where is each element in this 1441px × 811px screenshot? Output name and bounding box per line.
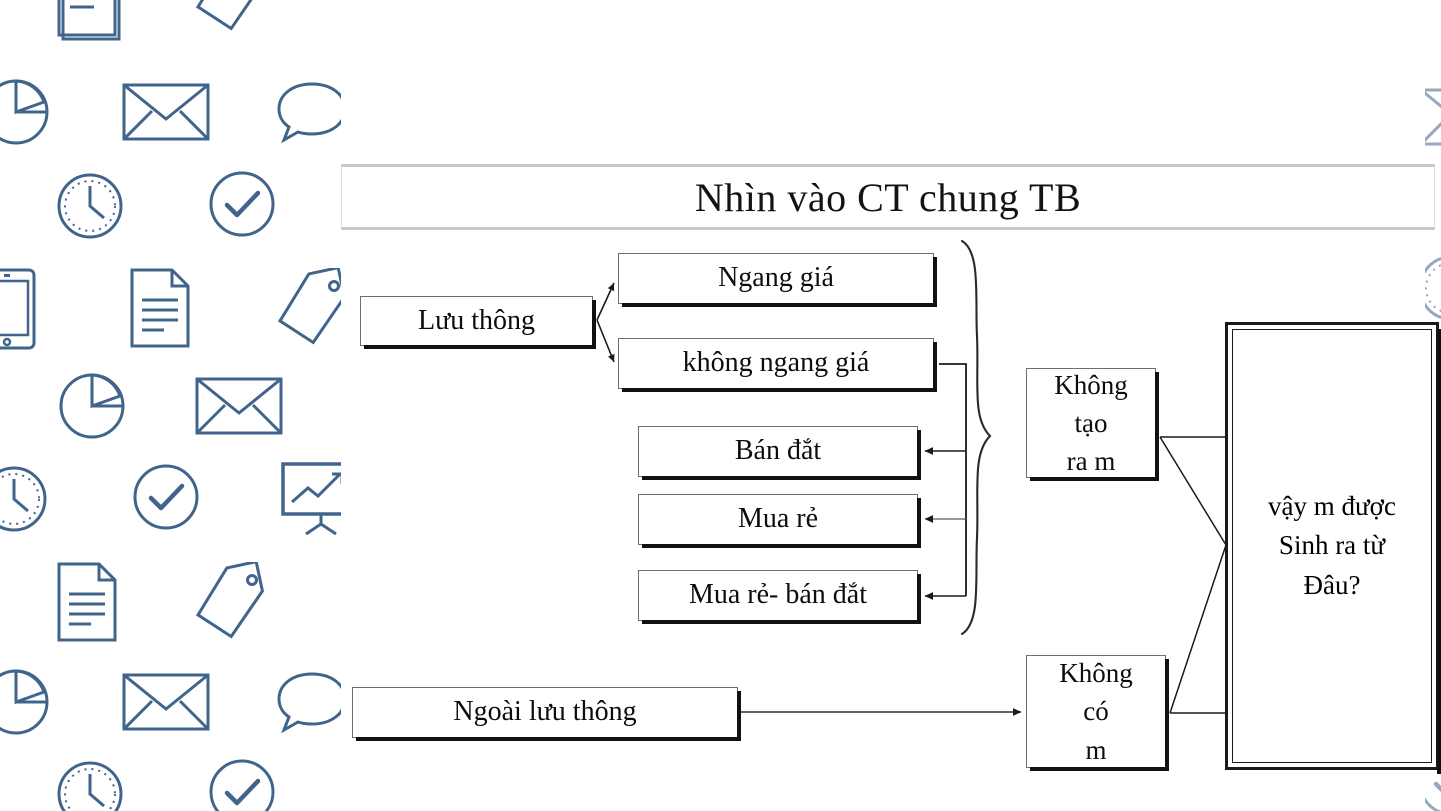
connector-khong-co-m <box>1169 544 1227 714</box>
node-khong-tao-ra-m[interactable]: Không tạo ra m <box>1026 368 1159 481</box>
tablet-icon <box>0 266 38 352</box>
icon-wallpaper-left <box>0 0 341 811</box>
connector-luu-thong-fan <box>596 282 615 363</box>
clock-icon <box>1425 250 1441 326</box>
check-circle-icon <box>128 459 204 535</box>
clock-icon <box>0 461 52 537</box>
pie-chart-icon <box>0 662 54 738</box>
document-icon <box>54 0 128 42</box>
slide-title: Nhìn vào CT chung TB <box>694 174 1082 220</box>
pie-chart-icon <box>54 366 130 442</box>
node-khong-ngang-gia-label: không ngang giá <box>682 347 870 379</box>
node-ban-dat[interactable]: Bán đắt <box>638 426 921 480</box>
speech-bubble-icon <box>275 668 341 738</box>
node-khong-co-m-label: Không có m <box>1059 658 1133 765</box>
clock-icon <box>52 168 128 244</box>
tag-icon <box>272 268 341 348</box>
node-ngoai-luu-thong[interactable]: Ngoài lưu thông <box>352 687 741 741</box>
document2-icon <box>126 266 198 350</box>
node-luu-thong-label: Lưu thông <box>417 304 536 336</box>
node-vay-m-duoc-sinh-ra-tu-dau[interactable]: vậy m được Sinh ra từ Đâu? <box>1225 322 1441 774</box>
node-khong-tao-ra-m-label: Không tạo ra m <box>1054 369 1128 477</box>
node-ban-dat-label: Bán đắt <box>734 435 822 467</box>
node-mua-re-label: Mua rẻ <box>737 503 819 535</box>
node-mua-re-ban-dat-label: Mua rẻ- bán đắt <box>688 579 868 611</box>
pie-chart-icon <box>0 72 54 148</box>
tag-icon <box>190 0 270 34</box>
envelope-icon <box>193 371 285 439</box>
connector-khong-ngang-gia-bus <box>924 363 967 600</box>
node-vay-m-label: vậy m được Sinh ra từ Đâu? <box>1268 491 1396 600</box>
check-circle-icon <box>204 754 280 811</box>
node-ngang-gia-label: Ngang giá <box>718 262 834 294</box>
speech-bubble-icon <box>275 78 341 148</box>
clock-icon <box>52 756 128 811</box>
curly-brace <box>960 239 992 636</box>
check-circle-icon <box>204 166 280 242</box>
slide-title-box: Nhìn vào CT chung TB <box>341 164 1435 230</box>
document2-icon <box>53 560 125 644</box>
connector-khong-tao-ra-m <box>1159 436 1227 546</box>
tag-icon <box>190 562 270 642</box>
node-mua-re[interactable]: Mua rẻ <box>638 494 921 548</box>
node-ngoai-luu-thong-label: Ngoài lưu thông <box>453 696 637 728</box>
node-mua-re-ban-dat[interactable]: Mua rẻ- bán đắt <box>638 570 921 624</box>
node-ngang-gia[interactable]: Ngang giá <box>618 253 937 307</box>
node-luu-thong[interactable]: Lưu thông <box>360 296 596 349</box>
envelope-icon <box>120 667 212 735</box>
node-khong-co-m[interactable]: Không có m <box>1026 655 1169 771</box>
node-khong-ngang-gia[interactable]: không ngang giá <box>618 338 937 392</box>
envelope-icon <box>120 77 212 145</box>
presentation-chart-icon <box>278 458 341 538</box>
envelope-icon <box>1425 82 1441 150</box>
